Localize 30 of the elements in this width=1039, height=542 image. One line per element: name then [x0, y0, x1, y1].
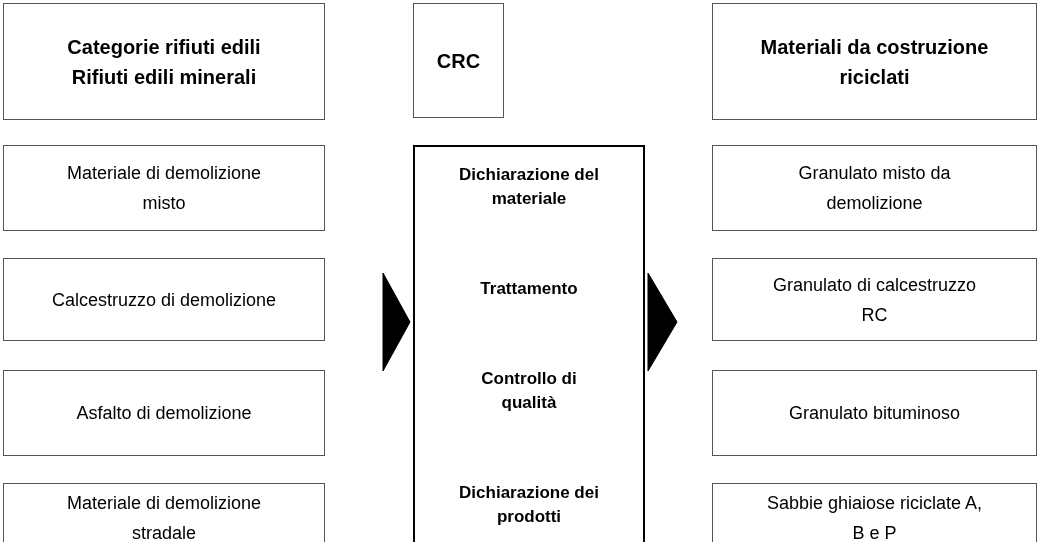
arrow-triangle: [647, 272, 678, 372]
box-label: Sabbie ghiaiose riciclate A, B e P: [765, 492, 984, 542]
step-label: Dichiarazione dei prodotti: [458, 482, 600, 528]
box-label: Materiale di demolizione misto: [65, 162, 263, 215]
category-box: [3, 370, 325, 456]
category-box: [712, 370, 1037, 456]
box-label: Granulato bituminoso: [788, 402, 961, 425]
step-label: Dichiarazione del materiale: [458, 164, 600, 210]
box-label: Granulato misto da demolizione: [797, 162, 952, 215]
box-label: Granulato di calcestruzzo RC: [771, 273, 978, 327]
box-label: Asfalto di demolizione: [76, 402, 252, 425]
arrow-triangle: [382, 272, 411, 372]
header-box: [413, 3, 504, 118]
category-box: [3, 145, 325, 231]
process-box: [413, 145, 645, 542]
category-box: [712, 483, 1037, 542]
category-box: [3, 258, 325, 341]
box-label: Categorie rifiuti edili: [67, 34, 261, 60]
category-box: [712, 258, 1037, 341]
box-label: Calcestruzzo di demolizione: [51, 288, 277, 312]
box-label: CRC: [436, 48, 481, 74]
category-box: [712, 145, 1037, 231]
step-label: Trattamento: [480, 278, 578, 300]
step-label: Controllo di qualità: [480, 368, 578, 414]
category-box: [3, 483, 325, 542]
header-box: [3, 3, 325, 120]
box-label: Materiale di demolizione stradale: [65, 492, 263, 542]
box-label: Materiali da costruzione riciclati: [759, 34, 990, 90]
header-box: [712, 3, 1037, 120]
box-label: Rifiuti edili minerali: [71, 64, 257, 90]
